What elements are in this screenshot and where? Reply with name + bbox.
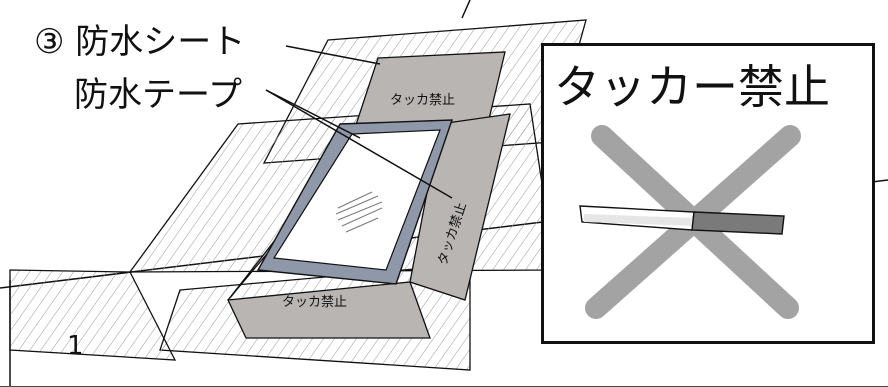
left-sheet	[9, 269, 177, 361]
glass-reflection	[335, 191, 383, 233]
waterproof-tape-callout: 防水テープ	[74, 75, 242, 115]
tacker-stapler-icon	[579, 205, 785, 235]
figure-number: 1	[67, 331, 84, 361]
tape-bottom	[227, 281, 431, 339]
leader-lines	[265, 45, 453, 199]
waterproof-sheet-callout: ③ 防水シート	[34, 22, 246, 62]
no-tacker-top-label: タッカ禁止	[390, 93, 455, 108]
skylight-frame	[256, 119, 453, 285]
no-tacker-bottom-label: タッカ禁止	[282, 295, 347, 310]
skylight-glass	[272, 129, 441, 271]
no-tacker-panel: タッカー禁止	[541, 43, 875, 344]
panel-title: タッカー禁止	[554, 60, 830, 114]
